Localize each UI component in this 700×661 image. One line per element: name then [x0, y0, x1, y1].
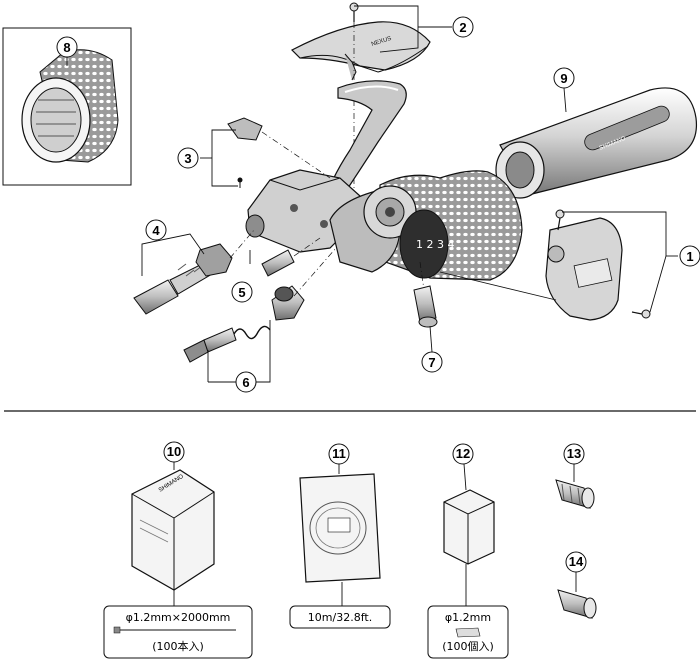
part-14-end-cap: [557, 572, 597, 619]
callout-leaders: [141, 5, 678, 383]
part-13-end-cap: [555, 464, 595, 509]
svg-text:6: 6: [242, 375, 249, 390]
svg-text:4: 4: [152, 223, 160, 238]
callout-4: 4: [145, 219, 167, 241]
callout-2: 2: [452, 16, 474, 38]
svg-text:14: 14: [569, 554, 584, 569]
lever-bracket-body: [245, 169, 361, 253]
part-7-bolt: [413, 261, 438, 328]
part-9-grip: SHIMANO: [495, 87, 698, 199]
shifter-housing: 1 2 3 4: [329, 170, 523, 281]
part-10-inner-cable-box: SHIMANO: [131, 462, 215, 606]
part-2-top-cover: NEXUS: [290, 2, 431, 190]
callout-12: 12: [452, 443, 474, 465]
callout-1: 1: [679, 245, 700, 267]
callout-10: 10: [163, 441, 185, 463]
c11-length-label: 10m/32.8ft.: [308, 611, 372, 624]
callout-5: 5: [231, 281, 253, 303]
callout-11: 11: [328, 443, 350, 465]
part-5-screw: [261, 237, 321, 277]
svg-text:7: 7: [428, 355, 435, 370]
part-10-caption-box: φ1.2mm×2000mm (100本入): [103, 605, 253, 659]
dial-marking: 1 2 3 4: [416, 238, 454, 251]
c10-size-label: φ1.2mm×2000mm: [126, 611, 231, 624]
part-8-grip-inset: [2, 27, 132, 186]
callout-8: 8: [56, 36, 78, 58]
svg-text:9: 9: [560, 71, 567, 86]
svg-text:1: 1: [686, 249, 693, 264]
c12-size-label: φ1.2mm: [445, 611, 491, 624]
callout-13: 13: [563, 443, 585, 465]
callout-6: 6: [235, 371, 257, 393]
svg-text:5: 5: [238, 285, 245, 300]
svg-text:12: 12: [456, 446, 470, 461]
part-12-cable-end-box: [443, 463, 495, 606]
part-11-outer-cable-bag: [299, 464, 381, 606]
part-11-caption-box: 10m/32.8ft.: [289, 605, 391, 629]
part-6-cable-adjust-set: [183, 247, 337, 363]
callout-3: 3: [177, 147, 199, 169]
svg-text:11: 11: [332, 446, 346, 461]
svg-text:13: 13: [567, 446, 581, 461]
callout-7: 7: [421, 351, 443, 373]
svg-text:10: 10: [167, 444, 181, 459]
c12-qty-label: (100個入): [442, 640, 494, 653]
part-1-cover: [545, 209, 651, 321]
svg-text:3: 3: [184, 151, 191, 166]
callout-9: 9: [553, 67, 575, 89]
c10-qty-label: (100本入): [152, 639, 204, 653]
part-3-clamp: [227, 117, 331, 188]
callout-14: 14: [565, 551, 587, 573]
svg-text:8: 8: [63, 40, 70, 55]
svg-text:2: 2: [459, 20, 466, 35]
part-12-caption-box: φ1.2mm (100個入): [427, 605, 509, 659]
part-4-adjuster: [133, 229, 255, 315]
